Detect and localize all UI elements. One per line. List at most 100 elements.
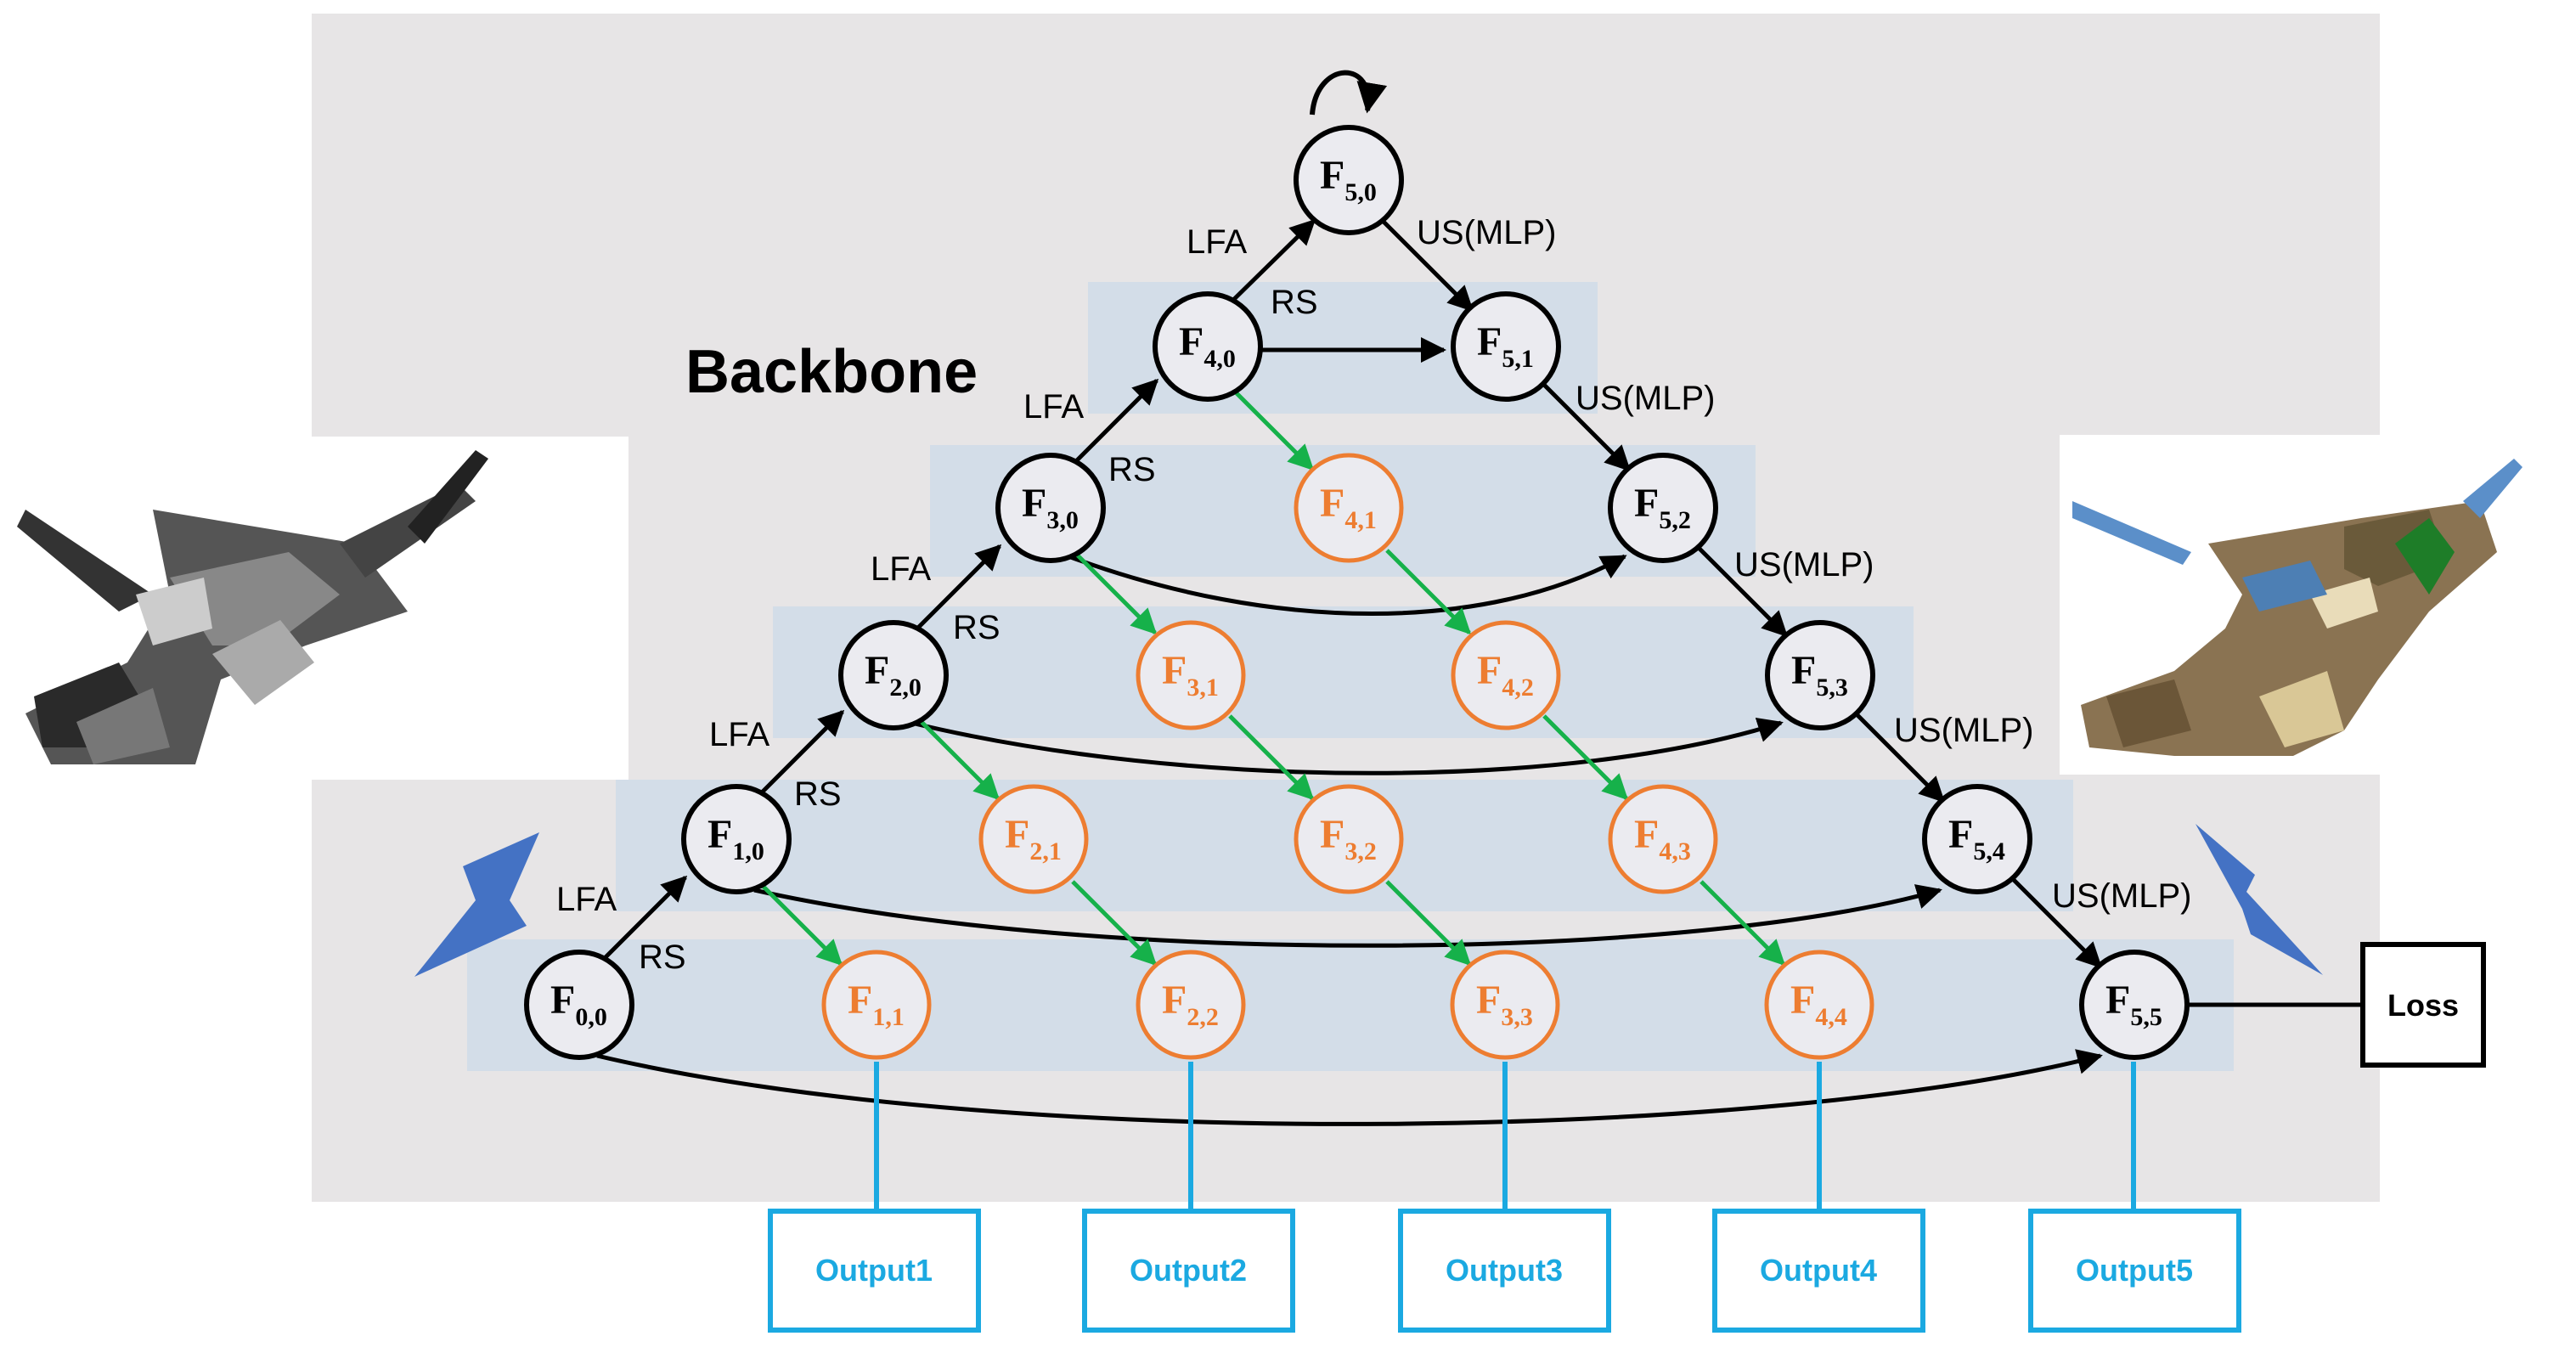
node-label-F53: F5,3 bbox=[1791, 648, 1848, 702]
output-box-2: Output2 bbox=[1082, 1209, 1295, 1333]
arrow-F21-F22 bbox=[1071, 880, 1158, 967]
arrow-F30-F40 bbox=[1064, 378, 1159, 473]
skip-F10-F54 bbox=[753, 884, 1942, 948]
arrow-F51-F52 bbox=[1538, 379, 1632, 472]
level-band-2 bbox=[773, 606, 1914, 738]
loss-label: Loss bbox=[2387, 988, 2459, 1023]
label-us-2: US(MLP) bbox=[1575, 380, 1715, 417]
arrow-F50-F51 bbox=[1381, 219, 1474, 313]
node-label-F42: F4,2 bbox=[1477, 648, 1534, 702]
node-circle-F50 bbox=[1294, 125, 1404, 235]
label-us-5: US(MLP) bbox=[2052, 877, 2191, 915]
node-F50: F5,0 bbox=[1294, 125, 1404, 235]
arrow-F20-F21 bbox=[914, 714, 1001, 801]
node-circle-F21 bbox=[978, 784, 1089, 894]
skip-F30-F52 bbox=[1068, 554, 1627, 616]
node-label-F54: F5,4 bbox=[1948, 812, 2005, 865]
node-label-F52: F5,2 bbox=[1634, 481, 1691, 534]
arrow-F53-F54 bbox=[1852, 710, 1946, 803]
node-label-F50: F5,0 bbox=[1320, 153, 1377, 206]
label-rs-3: RS bbox=[953, 609, 1001, 646]
output-arrow-shape bbox=[2196, 824, 2323, 975]
node-circle-F44 bbox=[1764, 950, 1874, 1060]
node-circle-F00 bbox=[524, 950, 634, 1060]
node-F42: F4,2 bbox=[1451, 620, 1561, 730]
arrow-F31-F32 bbox=[1228, 714, 1315, 801]
output-label-2: Output2 bbox=[1130, 1253, 1247, 1288]
node-label-F21: F2,1 bbox=[1005, 812, 1062, 865]
arrow-F52-F53 bbox=[1695, 544, 1789, 638]
node-F52: F5,2 bbox=[1608, 453, 1718, 563]
node-label-F44: F4,4 bbox=[1790, 978, 1847, 1031]
label-rs-4: RS bbox=[1108, 451, 1156, 488]
output-box-3: Output3 bbox=[1398, 1209, 1611, 1333]
node-F21: F2,1 bbox=[978, 784, 1089, 894]
node-label-F00: F0,0 bbox=[550, 978, 607, 1031]
backbone-title: Backbone bbox=[685, 338, 978, 406]
node-F53: F5,3 bbox=[1765, 620, 1875, 730]
node-circle-F22 bbox=[1136, 950, 1246, 1060]
node-circle-F54 bbox=[1922, 784, 2032, 894]
output-label-1: Output1 bbox=[815, 1253, 933, 1288]
self-loop-F50 bbox=[1310, 70, 1388, 116]
level-band-0 bbox=[467, 939, 2234, 1071]
node-label-F40: F4,0 bbox=[1179, 319, 1236, 373]
arrow-F32-F33 bbox=[1385, 880, 1472, 967]
node-F10: F1,0 bbox=[681, 784, 792, 894]
node-F55: F5,5 bbox=[2079, 950, 2190, 1060]
node-F22: F2,2 bbox=[1136, 950, 1246, 1060]
node-circle-F33 bbox=[1450, 950, 1560, 1060]
label-lfa-5: LFA bbox=[1187, 223, 1247, 261]
node-circle-F31 bbox=[1136, 620, 1246, 730]
nodes-group: F0,0 F1,0 F2,0 F3,0 F4,0 F5,0F5,1F5,2F5,3F5,4… bbox=[524, 125, 2190, 1060]
label-us-1: US(MLP) bbox=[1417, 214, 1556, 251]
arrow-F40-F50 bbox=[1221, 218, 1316, 312]
node-label-F11: F1,1 bbox=[848, 978, 905, 1031]
node-label-F30: F3,0 bbox=[1022, 481, 1079, 534]
node-circle-F42 bbox=[1451, 620, 1561, 730]
node-label-F51: F5,1 bbox=[1477, 319, 1534, 373]
node-label-F10: F1,0 bbox=[707, 812, 764, 865]
output-label-5: Output5 bbox=[2076, 1253, 2193, 1288]
label-lfa-1: LFA bbox=[556, 881, 617, 918]
label-lfa-3: LFA bbox=[871, 550, 931, 588]
node-F41: F4,1 bbox=[1294, 453, 1404, 563]
loss-box: Loss bbox=[2360, 942, 2486, 1068]
arrow-F40-F41 bbox=[1228, 385, 1315, 471]
label-us-4: US(MLP) bbox=[1894, 712, 2033, 749]
skip-F20-F53 bbox=[910, 717, 1784, 775]
node-F33: F3,3 bbox=[1450, 950, 1560, 1060]
node-circle-F55 bbox=[2079, 950, 2190, 1060]
node-label-F22: F2,2 bbox=[1162, 978, 1219, 1031]
arrow-F20-F30 bbox=[907, 544, 1002, 639]
node-circle-F11 bbox=[821, 950, 932, 1060]
node-label-F33: F3,3 bbox=[1476, 978, 1533, 1031]
node-label-F32: F3,2 bbox=[1320, 812, 1377, 865]
node-circle-F10 bbox=[681, 784, 792, 894]
arrow-F30-F31 bbox=[1071, 549, 1158, 635]
label-rs-1: RS bbox=[639, 939, 686, 976]
output-label-3: Output3 bbox=[1446, 1253, 1563, 1288]
node-label-F43: F4,3 bbox=[1634, 812, 1691, 865]
arrow-F41-F42 bbox=[1385, 549, 1472, 635]
arrow-F54-F55 bbox=[2010, 876, 2103, 969]
node-circle-F53 bbox=[1765, 620, 1875, 730]
node-F54: F5,4 bbox=[1922, 784, 2032, 894]
output-box-4: Output4 bbox=[1712, 1209, 1925, 1333]
arrow-F00-F10 bbox=[593, 875, 688, 970]
arrow-F42-F43 bbox=[1542, 714, 1629, 801]
label-rs-5: RS bbox=[1271, 284, 1318, 321]
output-box-1: Output1 bbox=[768, 1209, 981, 1333]
input-arrow-shape bbox=[414, 832, 539, 977]
node-F00: F0,0 bbox=[524, 950, 634, 1060]
node-F20: F2,0 bbox=[838, 620, 949, 730]
label-lfa-2: LFA bbox=[709, 716, 769, 753]
output-label-4: Output4 bbox=[1760, 1253, 1877, 1288]
node-circle-F40 bbox=[1153, 291, 1263, 402]
node-label-F20: F2,0 bbox=[865, 648, 922, 702]
input-point-cloud-image bbox=[0, 444, 628, 780]
arrow-F10-F11 bbox=[757, 880, 843, 967]
node-label-F31: F3,1 bbox=[1162, 648, 1219, 702]
node-F43: F4,3 bbox=[1608, 784, 1718, 894]
